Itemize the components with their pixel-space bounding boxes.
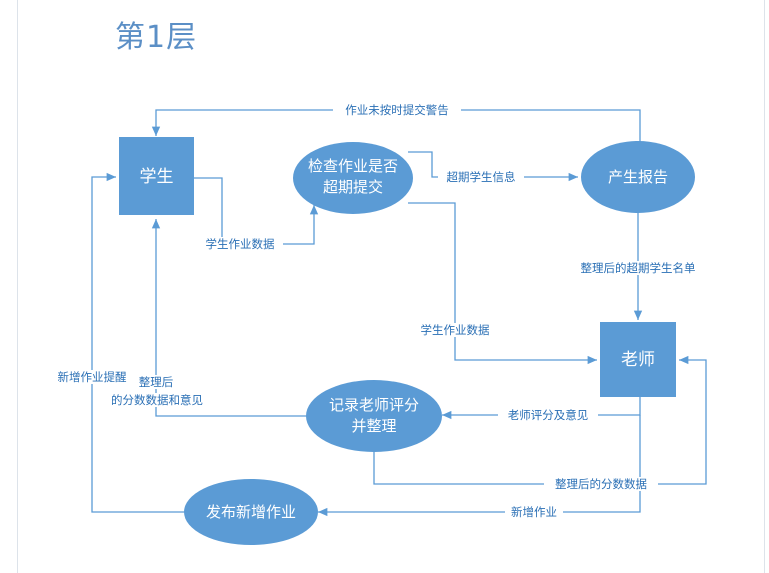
flow-sorted-score-data-label: 整理后的分数数据 [555, 477, 647, 491]
teacher-entity[interactable]: 老师 [600, 322, 676, 397]
page-frame [17, 0, 765, 573]
flow-sorted-overdue-list-label: 整理后的超期学生名单 [581, 261, 696, 275]
generate-report-label: 产生报告 [608, 168, 668, 186]
flow-teacher-score-label: 老师评分及意见 [508, 408, 589, 422]
publish-homework-process[interactable]: 发布新增作业 [184, 479, 318, 545]
flow-new-homework-line [318, 415, 641, 517]
flow-sorted-score-data-line [373, 355, 707, 485]
check-overdue-label-line1: 检查作业是否 [308, 157, 398, 175]
check-overdue-label-line2: 超期提交 [323, 178, 383, 196]
flow-new-homework-reminder-label: 新增作业提醒 [58, 370, 127, 384]
flow-student-homework-2-line [408, 202, 597, 365]
record-score-label-line2: 并整理 [351, 417, 396, 435]
check-overdue-process[interactable]: 检查作业是否 超期提交 [293, 142, 413, 214]
flow-new-homework-label: 新增作业 [511, 505, 557, 519]
flow-sorted-scores-line [151, 219, 306, 417]
flow-sorted-scores-label-line2: 的分数数据和意见 [111, 393, 203, 407]
teacher-entity-label: 老师 [621, 350, 655, 370]
flow-student-homework-1-label: 学生作业数据 [206, 237, 275, 251]
generate-report-process[interactable]: 产生报告 [581, 141, 695, 213]
student-entity-label: 学生 [140, 167, 174, 187]
publish-homework-label: 发布新增作业 [206, 503, 296, 521]
student-entity[interactable]: 学生 [119, 137, 194, 215]
page-title: 第1层 [115, 20, 198, 55]
record-score-process[interactable]: 记录老师评分 并整理 [306, 380, 442, 452]
flow-student-homework-2-label: 学生作业数据 [421, 323, 490, 337]
flow-overdue-info-label: 超期学生信息 [447, 170, 516, 184]
flow-late-warning-label: 作业未按时提交警告 [345, 103, 449, 117]
flow-new-homework-reminder-line [91, 172, 185, 513]
record-score-label-line1: 记录老师评分 [329, 396, 419, 414]
flow-sorted-scores-label-line1: 整理后 [139, 375, 174, 389]
